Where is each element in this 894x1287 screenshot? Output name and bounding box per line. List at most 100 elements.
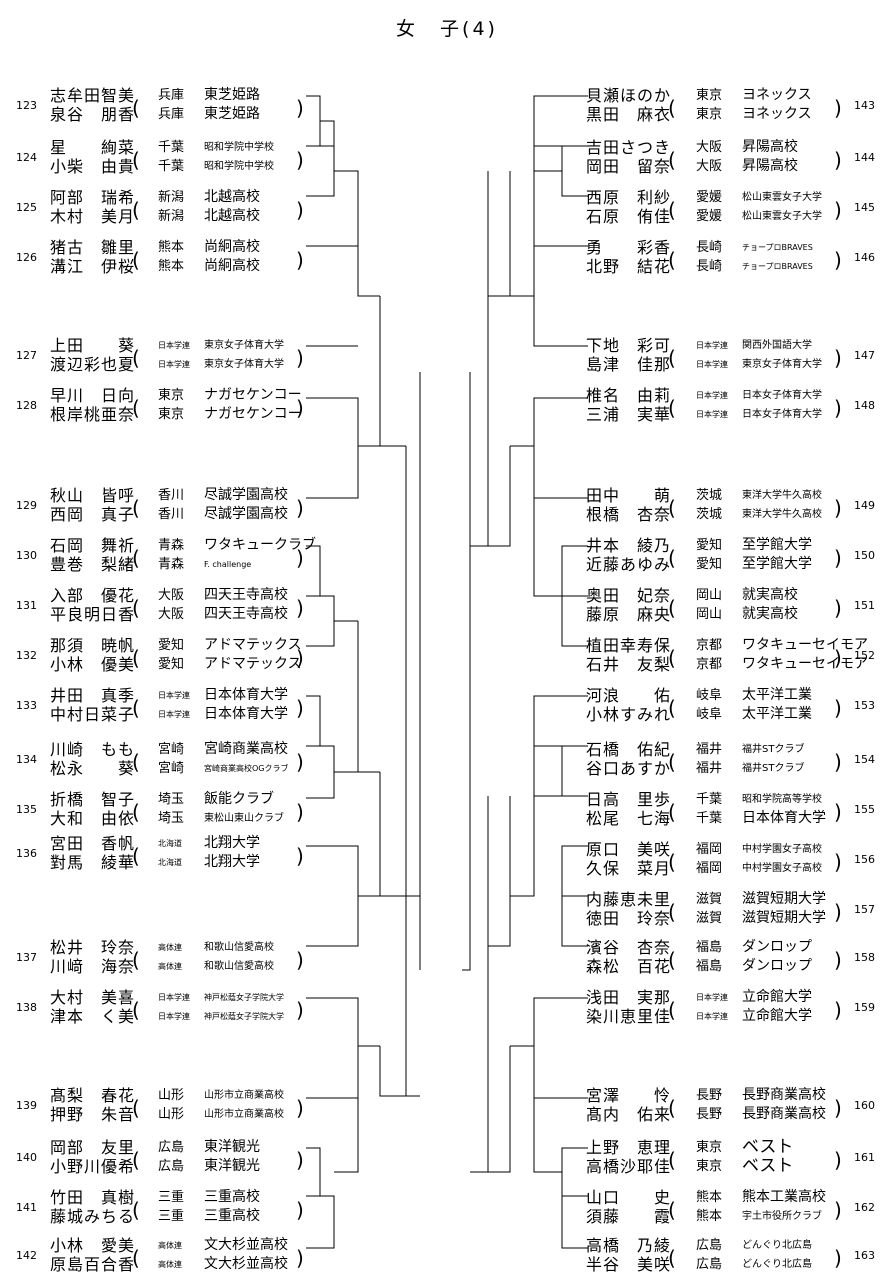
player-name: 須藤 霞	[586, 1207, 672, 1226]
player-prefecture: 大阪	[696, 140, 723, 155]
player-team: 松山東雲女子大学	[742, 192, 822, 203]
paren-open: (	[132, 1198, 140, 1222]
player-team: 太平洋工業	[742, 687, 812, 703]
player-prefecture: 埼玉	[158, 792, 185, 807]
paren-open: (	[668, 800, 676, 824]
seed-number: 136	[16, 847, 37, 860]
player-team: ヨネックス	[742, 87, 812, 103]
seed-number: 142	[16, 1249, 37, 1262]
player-name: 北野 結花	[586, 257, 672, 276]
player-prefecture: 三重	[158, 1190, 185, 1205]
player-prefecture: 広島	[696, 1238, 723, 1253]
player-name: 對馬 綾華	[50, 853, 136, 872]
player-team: 東洋観光	[204, 1139, 260, 1155]
player-prefecture: 大阪	[158, 588, 185, 603]
player-team: 北越高校	[204, 208, 260, 224]
paren-open: (	[132, 248, 140, 272]
entry-135: 135()折橋 智子埼玉飯能クラブ大和 由依埼玉東松山東山クラブ	[0, 790, 894, 836]
bracket-line	[510, 397, 588, 447]
player-name: 原口 美咲	[586, 840, 672, 859]
bracket-line	[561, 596, 588, 647]
paren-close: )	[834, 96, 842, 120]
player-name: 那須 暁帆	[50, 636, 136, 655]
seed-number: 137	[16, 951, 37, 964]
paren-close: )	[296, 396, 304, 420]
player-prefecture: 大阪	[158, 607, 185, 622]
player-name: 西岡 真子	[50, 505, 136, 524]
paren-close: )	[834, 998, 842, 1022]
player-name: 奥田 妃奈	[586, 586, 672, 605]
player-team: 就実高校	[742, 606, 798, 622]
paren-open: (	[668, 750, 676, 774]
entry-153: 153()河浪 佑岐阜太平洋工業小林すみれ岐阜太平洋工業	[0, 686, 894, 732]
player-team: ベスト	[742, 1156, 794, 1176]
paren-close: )	[296, 596, 304, 620]
seed-number: 139	[16, 1099, 37, 1112]
player-team: 山形市立商業高校	[204, 1090, 284, 1101]
bracket-line	[488, 796, 511, 947]
paren-open: (	[132, 948, 140, 972]
paren-open: (	[668, 596, 676, 620]
paren-open: (	[668, 948, 676, 972]
player-prefecture: 長崎	[696, 240, 723, 255]
player-prefecture: 福岡	[696, 861, 723, 876]
player-prefecture: 岡山	[696, 607, 723, 622]
player-prefecture: 日本学連	[696, 360, 728, 369]
seed-number: 154	[854, 753, 875, 766]
entry-123: 123()志牟田智美兵庫東芝姫路泉谷 朋香兵庫東芝姫路	[0, 86, 894, 132]
paren-open: (	[668, 1148, 676, 1172]
player-team: 滋賀短期大学	[742, 910, 826, 926]
bracket-line	[306, 545, 321, 597]
player-prefecture: 高体連	[158, 1260, 182, 1269]
player-prefecture: 宮崎	[158, 761, 185, 776]
bracket-line	[306, 1195, 335, 1249]
player-team: アドマテックス	[204, 656, 302, 672]
player-team: 日本体育大学	[742, 810, 826, 826]
player-name: 下地 彩可	[586, 336, 672, 355]
player-name: 貝瀬ほのか	[586, 86, 672, 105]
paren-open: (	[668, 1246, 676, 1270]
player-name: 上野 恵理	[586, 1138, 672, 1157]
player-prefecture: 広島	[696, 1257, 723, 1272]
player-name: 内藤恵未里	[586, 890, 672, 909]
paren-open: (	[668, 850, 676, 874]
player-name: 岡部 友里	[50, 1138, 136, 1157]
player-prefecture: 北海道	[158, 839, 182, 848]
player-prefecture: 千葉	[158, 159, 185, 174]
paren-close: )	[296, 496, 304, 520]
player-team: 東芝姫路	[204, 87, 260, 103]
player-prefecture: 東京	[696, 1140, 723, 1155]
player-team: どんぐり北広島	[742, 1240, 812, 1251]
seed-number: 157	[854, 903, 875, 916]
seed-number: 156	[854, 853, 875, 866]
player-prefecture: 愛知	[158, 657, 185, 672]
paren-close: )	[296, 750, 304, 774]
player-prefecture: 長野	[696, 1107, 723, 1122]
player-team: 昭和学院高等学校	[742, 794, 822, 805]
paren-close: )	[834, 248, 842, 272]
player-team: 四天王寺高校	[204, 606, 288, 622]
player-name: 原島百合香	[50, 1255, 136, 1274]
player-prefecture: 千葉	[696, 792, 723, 807]
entry-145: 145()西原 利紗愛媛松山東雲女子大学石原 侑佳愛媛松山東雲女子大学	[0, 188, 894, 234]
player-prefecture: 愛知	[696, 557, 723, 572]
player-team: 長野商業高校	[742, 1106, 826, 1122]
paren-open: (	[668, 396, 676, 420]
paren-open: (	[132, 346, 140, 370]
player-team: 宮崎商業高校OGクラブ	[204, 764, 289, 773]
player-prefecture: 日本学連	[158, 691, 190, 700]
entry-129: 129()秋山 皆呼香川尽誠学園高校西岡 真子香川尽誠学園高校	[0, 486, 894, 532]
player-team: 和歌山信愛高校	[204, 961, 274, 972]
player-team: 立命館大学	[742, 1008, 812, 1024]
player-prefecture: 愛媛	[696, 190, 723, 205]
seed-number: 131	[16, 599, 37, 612]
player-prefecture: 福島	[696, 940, 723, 955]
entry-157: 157()内藤恵未里滋賀滋賀短期大学徳田 玲奈滋賀滋賀短期大学	[0, 890, 894, 936]
bracket-line	[533, 1098, 562, 1173]
bracket-line	[306, 896, 359, 947]
player-prefecture: 日本学連	[158, 1012, 190, 1021]
paren-close: )	[834, 1198, 842, 1222]
player-team: アドマテックス	[204, 637, 302, 653]
player-name: 浅田 実那	[586, 988, 672, 1007]
entry-144: 144()吉田さつき大阪昇陽高校岡田 留奈大阪昇陽高校	[0, 138, 894, 184]
